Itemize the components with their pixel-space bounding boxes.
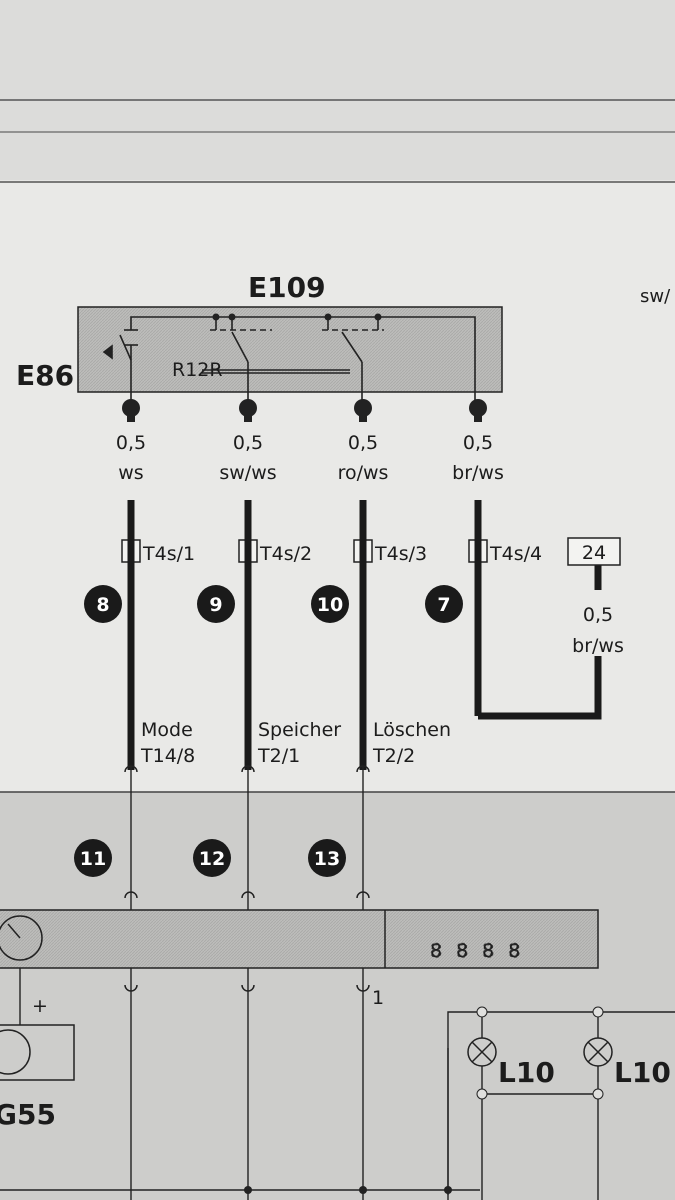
connector-label: T4s/3 — [374, 543, 427, 565]
wire-color-label: ro/ws — [338, 462, 389, 484]
lower-marker-circle — [193, 839, 231, 877]
gauge-needle — [7, 923, 21, 939]
terminal — [476, 1006, 488, 1018]
wire-marker-number: 7 — [437, 594, 450, 616]
wire-color-label: br/ws — [452, 462, 504, 484]
lamp-cross — [587, 1041, 609, 1063]
r12r-label: R12R — [172, 359, 223, 381]
wire-gauge-label: 0,5 — [233, 432, 263, 454]
lamp-label: L10 — [498, 1056, 555, 1089]
wire-marker-circle — [84, 585, 122, 623]
wire-marker-number: 8 — [96, 594, 109, 616]
g55-label: G55 — [0, 1098, 56, 1131]
wire-pin-label: T2/1 — [257, 745, 300, 767]
g55-sensor-box — [0, 1024, 75, 1081]
ground-symbol: 1 — [372, 987, 384, 1009]
plug-icon — [124, 891, 138, 899]
lower-marker-circle — [74, 839, 112, 877]
plus-sign: + — [32, 995, 48, 1017]
junction-dots — [212, 313, 382, 321]
wire-connector-pin — [354, 399, 372, 417]
connector-label: T4s/4 — [489, 543, 542, 565]
terminal — [476, 1088, 488, 1100]
junction-dot — [244, 1186, 252, 1194]
connector-label: T4s/1 — [142, 543, 195, 565]
wire-connector-pin — [469, 399, 487, 417]
wire-gauge-label: 0,5 — [463, 432, 493, 454]
lamp-label: L10 — [614, 1056, 671, 1089]
sensor-icon — [0, 1029, 31, 1075]
label-backdrop — [584, 590, 612, 656]
wire-connector-pin — [244, 410, 252, 422]
diagram-area-upper — [0, 183, 675, 791]
wire-marker-number: 9 — [209, 594, 222, 616]
terminal — [592, 1006, 604, 1018]
ground-ref-box-label: 24 — [582, 542, 606, 564]
wire-color-label: ws — [118, 462, 143, 484]
stray-label: sw/ — [640, 286, 671, 307]
wire-pin-label: T2/2 — [372, 745, 415, 767]
plug-icon — [356, 891, 370, 899]
socket-icon — [356, 984, 370, 992]
wire-connector-pin — [359, 410, 367, 422]
e109-switch-box — [77, 306, 503, 393]
socket-icon — [241, 984, 255, 992]
ground-ref-color: br/ws — [572, 635, 624, 657]
wire-connector-pin — [239, 399, 257, 417]
wire-color-label: sw/ws — [219, 462, 276, 484]
wire-marker-circle — [425, 585, 463, 623]
plug-icon — [241, 891, 255, 899]
e109-label: E109 — [248, 271, 326, 304]
wire-marker-circle — [197, 585, 235, 623]
wire-marker-number: 10 — [317, 594, 343, 616]
top-page-band — [0, 0, 675, 180]
wire-gauge-label: 0,5 — [348, 432, 378, 454]
lower-marker-circle — [308, 839, 346, 877]
lcd-display-digits: 8888 — [430, 940, 534, 962]
socket-icon — [124, 984, 138, 992]
junction-dot — [359, 1186, 367, 1194]
wire-connector-pin — [127, 410, 135, 422]
wire-function-label: Speicher — [258, 719, 341, 741]
lamp-cross — [471, 1041, 493, 1063]
wire-function-label: Mode — [141, 719, 193, 741]
wire-connector-pin — [474, 410, 482, 422]
instrument-cluster-box — [0, 909, 599, 969]
wire-gauge-label: 0,5 — [116, 432, 146, 454]
wire-function-label: Löschen — [373, 719, 451, 741]
terminal — [592, 1088, 604, 1100]
lower-marker-number: 13 — [314, 848, 340, 870]
ground-ref-gauge: 0,5 — [583, 604, 613, 626]
e86-label: E86 — [16, 359, 74, 392]
wire-pin-label: T14/8 — [140, 745, 195, 767]
wire-marker-circle — [311, 585, 349, 623]
connector-label: T4s/2 — [259, 543, 312, 565]
ground-ref-box — [567, 537, 621, 566]
junction-dot — [444, 1186, 452, 1194]
lower-marker-number: 12 — [199, 848, 225, 870]
lower-marker-number: 11 — [80, 848, 106, 870]
gauge-icon — [0, 915, 43, 961]
wire-connector-pin — [122, 399, 140, 417]
